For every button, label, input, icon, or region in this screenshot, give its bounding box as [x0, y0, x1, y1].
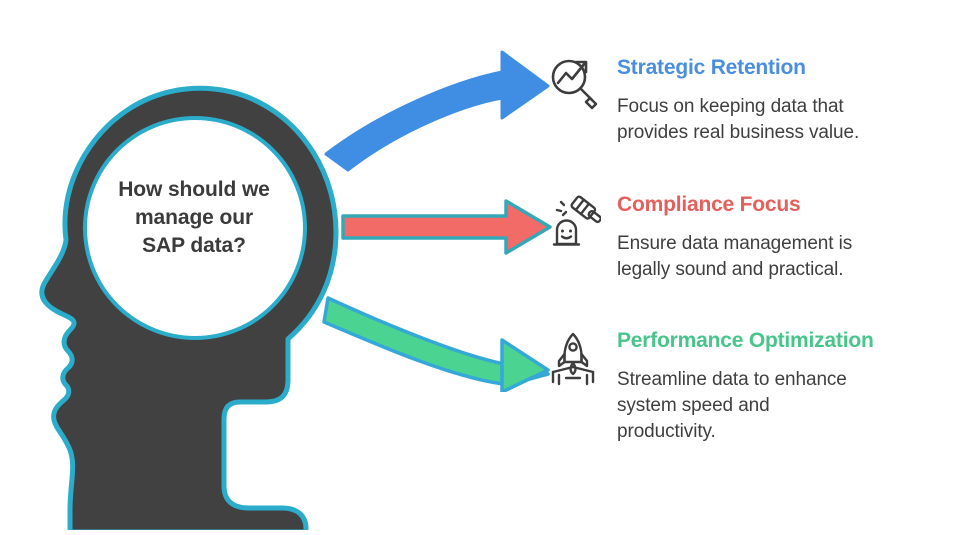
- arrow-strategic-retention: [324, 50, 550, 172]
- rocket-launch-icon: [551, 332, 595, 386]
- body-compliance-line-2: legally sound and practical.: [617, 259, 844, 281]
- body-performance-line-1: Streamline data to enhance: [617, 369, 847, 391]
- arrow-performance-head-path: [500, 338, 550, 392]
- heading-performance-optimization: Performance Optimization: [617, 329, 874, 352]
- central-question-line-2: manage our: [134, 205, 254, 229]
- body-compliance-focus: Ensure data management is legally sound …: [617, 231, 969, 283]
- central-question-line-1: How should we: [118, 178, 270, 201]
- branch-compliance-text: Compliance Focus Ensure data management …: [617, 192, 969, 283]
- body-performance-optimization: Streamline data to enhance system speed …: [617, 367, 969, 444]
- central-question-text: How should we manage our SAP data?: [88, 176, 300, 260]
- body-strategic-line-2: provides real business value.: [617, 122, 860, 144]
- heading-compliance-focus: Compliance Focus: [617, 193, 801, 216]
- branch-strategic-retention: Strategic Retention Focus on keeping dat…: [545, 55, 969, 146]
- branch-compliance-focus: Compliance Focus Ensure data management …: [545, 192, 969, 283]
- body-performance-line-2: system speed and: [617, 395, 770, 417]
- central-question-line-3: SAP data?: [142, 233, 246, 257]
- head-silhouette-graphic: [39, 85, 339, 530]
- gavel-compliance-icon: [552, 195, 601, 246]
- branch-performance-text: Performance Optimization Streamline data…: [617, 328, 969, 445]
- arrow-performance-optimization: [322, 296, 550, 392]
- branch-performance-optimization: Performance Optimization Streamline data…: [545, 328, 969, 445]
- thought-bubble-circle: [83, 116, 307, 340]
- body-performance-line-3: productivity.: [617, 420, 716, 442]
- magnifier-trend-up-icon: [551, 59, 598, 110]
- body-compliance-line-1: Ensure data management is: [617, 233, 853, 255]
- body-strategic-retention: Focus on keeping data that provides real…: [617, 94, 969, 146]
- heading-strategic-retention: Strategic Retention: [617, 56, 806, 79]
- arrow-compliance-path: [341, 199, 552, 255]
- branch-strategic-text: Strategic Retention Focus on keeping dat…: [617, 55, 969, 146]
- body-strategic-line-1: Focus on keeping data that: [617, 96, 844, 118]
- arrow-compliance-focus: [341, 199, 552, 255]
- arrow-strategic-path: [324, 50, 550, 172]
